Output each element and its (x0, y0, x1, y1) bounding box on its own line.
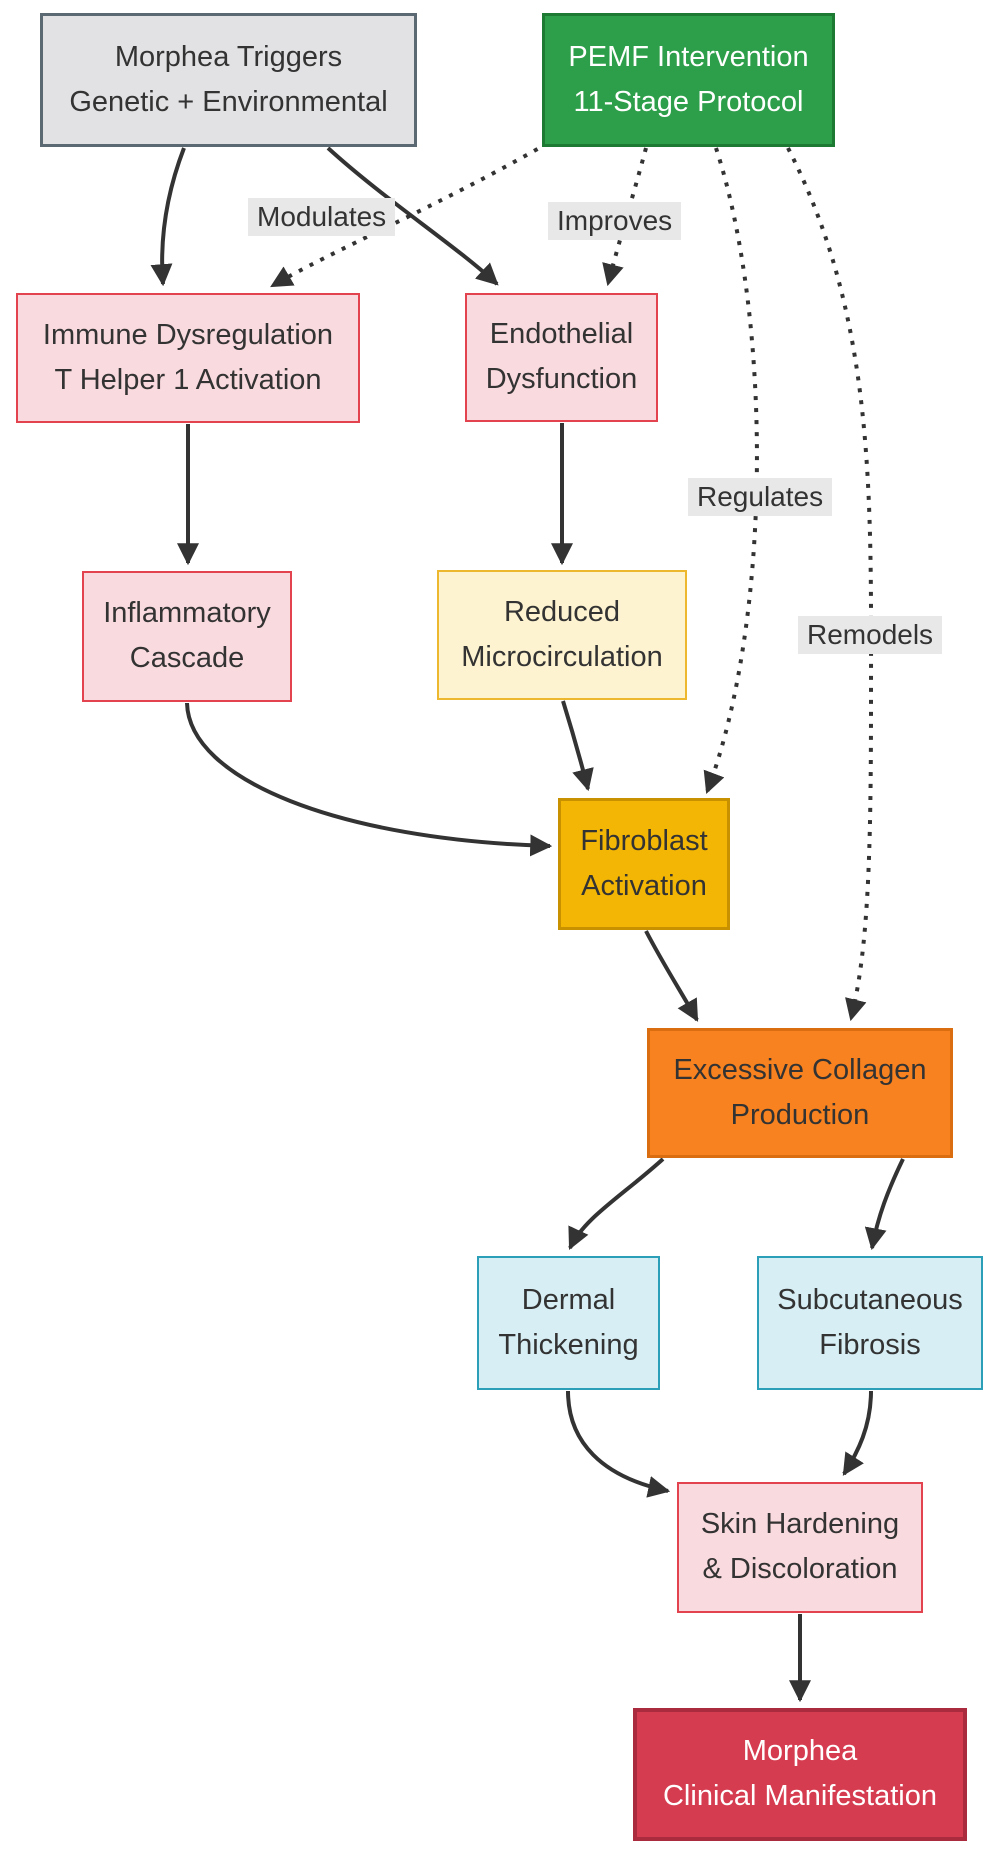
node-skin-hardening-discoloration: Skin Hardening & Discoloration (677, 1482, 923, 1613)
edge-dermal-to-hardening (566, 1390, 671, 1498)
node-line: Endothelial (489, 318, 634, 351)
node-subcutaneous-fibrosis: Subcutaneous Fibrosis (757, 1256, 983, 1390)
node-line: Activation (581, 869, 707, 902)
edge-triggers-to-immune (150, 147, 186, 287)
node-line: Clinical Manifestation (662, 1780, 937, 1812)
node-line: T Helper 1 Activation (54, 363, 322, 396)
node-line: PEMF Intervention (568, 40, 809, 73)
node-line: Skin Hardening (700, 1508, 900, 1541)
node-line: Dermal (521, 1283, 616, 1316)
node-line: Reduced (503, 595, 621, 628)
edge-collagen-to-dermal (568, 1157, 665, 1250)
edge-fibroblast-to-collagen (644, 930, 699, 1022)
node-line: Fibrosis (819, 1328, 921, 1361)
edge-pemf-to-fibroblast (703, 147, 759, 795)
node-fibroblast-activation: Fibroblast Activation (558, 798, 730, 930)
edge-label-improves: Improves (548, 202, 682, 240)
node-morphea-clinical-manifestation: Morphea Clinical Manifestation (633, 1708, 967, 1841)
edge-inflammatory-to-fibroblast (185, 702, 553, 857)
edge-pemf-to-collagen (786, 147, 874, 1022)
node-line: Dysfunction (485, 363, 638, 395)
edge-label-modulates: Modulates (248, 198, 396, 236)
node-line: Cascade (129, 642, 245, 674)
node-line: 11-Stage Protocol (573, 85, 804, 118)
edge-label-regulates: Regulates (688, 478, 833, 516)
node-line: Genetic + Environmental (69, 85, 388, 118)
node-line: Production (730, 1098, 870, 1131)
edge-collagen-to-subcutaneous (864, 1158, 905, 1251)
node-line: Fibroblast (580, 824, 708, 857)
edge-triggers-to-endothelial (326, 146, 499, 286)
node-inflammatory-cascade: Inflammatory Cascade (82, 571, 292, 702)
node-line: Morphea (742, 1735, 858, 1768)
node-pemf-intervention: PEMF Intervention 11-Stage Protocol (542, 13, 835, 147)
node-line: Excessive Collagen (673, 1053, 927, 1086)
node-dermal-thickening: Dermal Thickening (477, 1256, 660, 1390)
edge-label-remodels: Remodels (798, 616, 943, 654)
node-endothelial-dysfunction: Endothelial Dysfunction (465, 293, 658, 422)
node-line: Thickening (498, 1328, 639, 1361)
node-immune-dysregulation: Immune Dysregulation T Helper 1 Activati… (16, 293, 360, 423)
node-line: Morphea Triggers (114, 40, 343, 73)
node-line: & Discoloration (702, 1553, 898, 1585)
node-excessive-collagen-production: Excessive Collagen Production (647, 1028, 953, 1158)
node-line: Subcutaneous (777, 1283, 963, 1316)
edge-subcutaneous-to-hardening (842, 1390, 873, 1476)
node-reduced-microcirculation: Reduced Microcirculation (437, 570, 687, 700)
node-morphea-triggers: Morphea Triggers Genetic + Environmental (40, 13, 417, 147)
node-line: Immune Dysregulation (42, 318, 334, 351)
node-line: Microcirculation (461, 640, 663, 673)
node-line: Inflammatory (103, 597, 271, 630)
edge-microcirculation-to-fibroblast (561, 700, 594, 792)
